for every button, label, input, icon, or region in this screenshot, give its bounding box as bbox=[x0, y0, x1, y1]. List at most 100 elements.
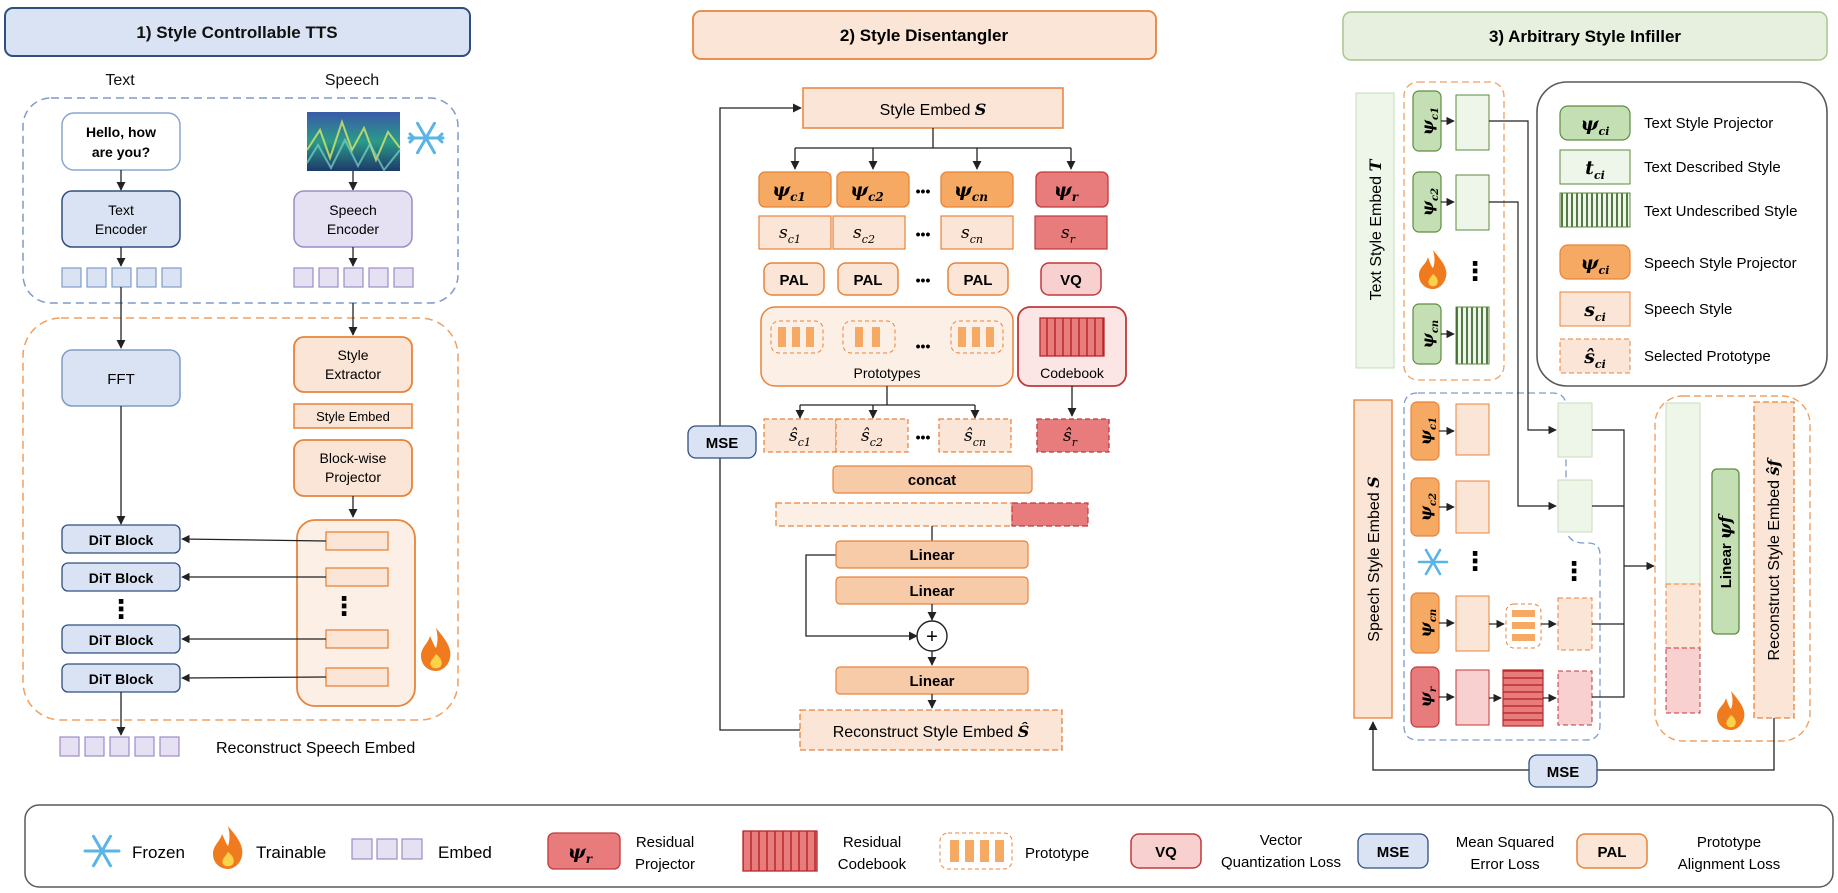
snowflake-icon bbox=[1417, 548, 1449, 576]
psi-r-block bbox=[1035, 171, 1109, 208]
prototype-groups bbox=[770, 320, 1004, 354]
svg-text:Reconstruct Style Embed ŝf: Reconstruct Style Embed ŝf bbox=[1764, 456, 1783, 660]
legend-vq-desc-2: Quantization Loss bbox=[1221, 854, 1341, 871]
svg-text:ψr: ψr bbox=[568, 841, 594, 866]
disentangler-title-box bbox=[692, 10, 1157, 60]
projector-output-bars bbox=[325, 531, 389, 687]
selected-prototypes: ŝc1 ŝc2 ••• ŝcn ŝr bbox=[763, 418, 1110, 453]
svg-text:Style Embed S: Style Embed S bbox=[880, 100, 987, 119]
text-encoder-line2: Encoder bbox=[95, 221, 147, 237]
projector-vdots: ⋮ bbox=[331, 591, 357, 621]
dit-block-1-label: DiT Block bbox=[89, 532, 154, 548]
style-embed-bar bbox=[293, 403, 413, 429]
speech-input-label: Speech bbox=[325, 72, 379, 89]
legend-vq-icon bbox=[1130, 833, 1202, 869]
legend-pal-desc-2: Alignment Loss bbox=[1678, 856, 1781, 873]
legend-vq-desc-1: Vector bbox=[1260, 832, 1303, 849]
text-projector-vdots: ⋮ bbox=[1462, 256, 1488, 286]
dit-block-2-label: DiT Block bbox=[89, 570, 154, 586]
add-node-symbol: + bbox=[926, 626, 938, 648]
text-style-embed-text: Text Style Embed bbox=[1368, 176, 1385, 301]
legend-prototype-icon bbox=[939, 832, 1013, 870]
speech-style-projectors: ψc1 ψc2 ••• ψcn ψr bbox=[758, 171, 1109, 208]
style-extractor bbox=[293, 336, 413, 393]
infiller-legend: ψci Text Style Projector tci Text Descri… bbox=[1559, 105, 1797, 374]
pal-hdots: ••• bbox=[916, 272, 931, 288]
linear-psi-f-symbol: ψf bbox=[1716, 513, 1736, 539]
flame-icon bbox=[421, 628, 451, 671]
block-wise-projector bbox=[293, 439, 413, 497]
svg-text:sc2: sc2 bbox=[853, 223, 875, 246]
svg-text:sc1: sc1 bbox=[779, 223, 801, 246]
speech-encoder-line2: Encoder bbox=[327, 221, 379, 237]
svg-text:ŝcn: ŝcn bbox=[964, 426, 986, 449]
text-embed-tokens bbox=[61, 267, 182, 288]
speech-slot-vdots: ⋮ bbox=[1561, 556, 1587, 586]
legend-mse-desc-1: Mean Squared bbox=[1456, 834, 1554, 851]
trainable-region bbox=[22, 317, 459, 721]
pal-1-label: PAL bbox=[780, 272, 809, 289]
psi-c1-block bbox=[758, 171, 832, 208]
projector-outputs-panel bbox=[296, 519, 416, 707]
speech-style-embed-text: Speech Style Embed bbox=[1366, 492, 1383, 641]
concat-output-bar bbox=[775, 502, 1013, 527]
svg-text:ψci: ψci bbox=[1581, 252, 1610, 277]
section-infiller: 3) Arbitrary Style Infiller Text Style E… bbox=[1342, 11, 1828, 788]
legend-pal-desc-1: Prototype bbox=[1697, 834, 1761, 851]
svg-text:ψc2: ψc2 bbox=[1416, 493, 1439, 521]
dit-blocks: DiT Block DiT Block ⋮ DiT Block DiT Bloc… bbox=[61, 524, 181, 693]
projector-hdots: ••• bbox=[916, 183, 931, 199]
svg-text:ψci: ψci bbox=[1581, 113, 1610, 138]
svg-text:ψc1: ψc1 bbox=[772, 179, 806, 204]
svg-text:ψc2: ψc2 bbox=[850, 179, 884, 204]
snowflake-icon bbox=[83, 834, 121, 868]
reconstruct-style-embed bbox=[799, 709, 1063, 751]
tts-title-box bbox=[4, 7, 471, 57]
pal-3-label: PAL bbox=[964, 272, 993, 289]
text-style-embed bbox=[1355, 92, 1395, 369]
bottom-legend: Frozen Trainable Embed ψr Residual Proje… bbox=[24, 804, 1834, 888]
flame-icon bbox=[1717, 691, 1745, 730]
concat-label: concat bbox=[908, 472, 956, 489]
tts-title: 1) Style Controllable TTS bbox=[136, 23, 337, 42]
text-encoder-line1: Text bbox=[108, 202, 134, 218]
svg-text:Text Style Embed T: Text Style Embed T bbox=[1366, 158, 1385, 300]
codebook-label: Codebook bbox=[1040, 365, 1105, 381]
legend-residual-codebook-1: Residual bbox=[843, 834, 901, 851]
style-embed-s bbox=[802, 87, 1064, 129]
projector-line1: Block-wise bbox=[320, 450, 387, 466]
svg-text:sr: sr bbox=[1061, 223, 1076, 246]
svg-text:ψc1: ψc1 bbox=[1416, 417, 1439, 445]
legend-pal-icon bbox=[1576, 833, 1648, 869]
dit-block-2 bbox=[61, 562, 181, 592]
legend-residual-codebook-2: Codebook bbox=[838, 856, 907, 873]
legend-embed: Embed bbox=[438, 843, 492, 862]
linear-block-1 bbox=[835, 540, 1029, 569]
style-extractor-line2: Extractor bbox=[325, 366, 381, 382]
infiller-codebook bbox=[1502, 669, 1544, 727]
linear-1-label: Linear bbox=[909, 547, 954, 564]
flame-icon bbox=[1419, 250, 1447, 289]
infiller-prototype bbox=[1505, 603, 1542, 649]
flame-icon bbox=[213, 826, 243, 869]
reconstruct-infiller-symbol: ŝf bbox=[1764, 456, 1783, 476]
linear-3-label: Linear bbox=[909, 673, 954, 690]
fft-label: FFT bbox=[107, 371, 135, 388]
legend-frozen: Frozen bbox=[132, 843, 185, 862]
text-encoder bbox=[61, 190, 181, 248]
dit-block-3 bbox=[61, 624, 181, 654]
speech-encoder bbox=[293, 190, 413, 248]
reconstruct-style-text: Reconstruct Style Embed bbox=[833, 724, 1014, 741]
mse-dis-label: MSE bbox=[706, 435, 739, 452]
infilled-slots bbox=[1557, 402, 1593, 726]
legend-speech-style: Speech Style bbox=[1644, 301, 1732, 318]
linear-psi-f-block bbox=[1711, 468, 1740, 635]
legend-psi-r bbox=[547, 832, 621, 870]
svg-text:ŝc2: ŝc2 bbox=[861, 426, 883, 449]
legend-residual-codebook-icon bbox=[742, 830, 818, 872]
legend-text-described-style: Text Described Style bbox=[1644, 159, 1781, 176]
speech-style-embed-symbol: S bbox=[1364, 476, 1383, 488]
speech-style-values: sc1 sc2 ••• scn sr bbox=[758, 215, 1108, 250]
legend-residual-projector-1: Residual bbox=[636, 834, 694, 851]
